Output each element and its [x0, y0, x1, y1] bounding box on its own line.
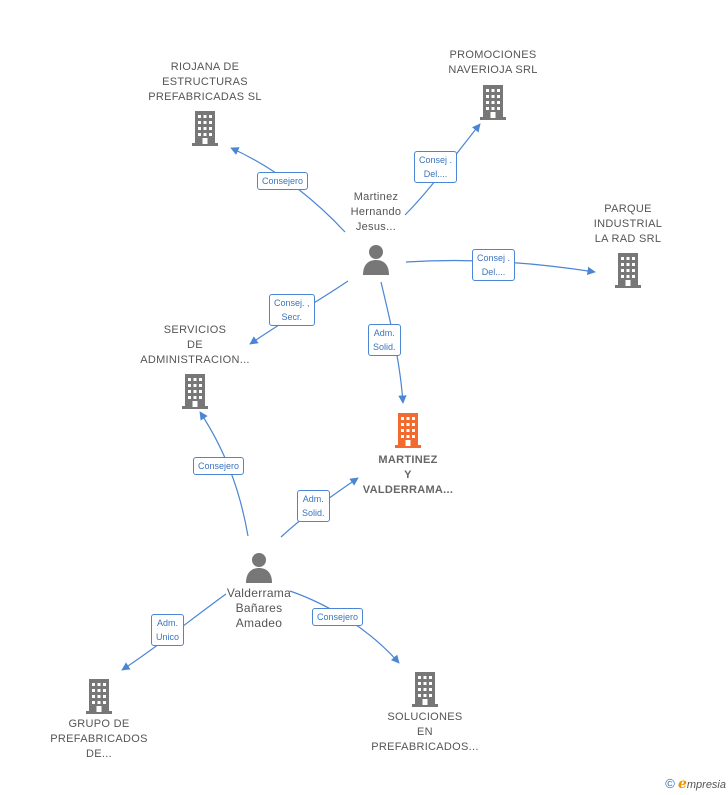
node-label: PROMOCIONES NAVERIOJA SRL [448, 49, 538, 76]
node-riojana[interactable]: RIOJANA DE ESTRUCTURAS PREFABRICADAS SL [130, 60, 280, 146]
edge-label-consejero-soluciones[interactable]: Consejero [312, 608, 364, 626]
person-icon [244, 550, 274, 586]
node-soluciones[interactable]: SOLUCIONES EN PREFABRICADOS... [350, 671, 500, 755]
node-martinez-y-valderrama[interactable]: MARTINEZ Y VALDERRAMA... [333, 412, 483, 498]
node-label: Valderrama Bañares Amadeo [226, 586, 292, 630]
node-label: SOLUCIONES EN PREFABRICADOS... [371, 711, 479, 753]
edge-label-consej-del-promociones[interactable]: Consej . Del.... [414, 151, 458, 183]
node-parque[interactable]: PARQUE INDUSTRIAL LA RAD SRL [553, 202, 703, 288]
building-icon [393, 412, 423, 448]
brand-e: e [677, 776, 687, 792]
edge-label-consejero-riojana[interactable]: Consejero [257, 172, 309, 190]
node-label: Martinez Hernando Jesus... [350, 191, 402, 233]
copyright-symbol: © [665, 776, 675, 791]
edge-label-adm-unico-grupo[interactable]: Adm. Unico [151, 614, 185, 646]
building-icon [84, 678, 114, 714]
edge-label-consej-del-parque[interactable]: Consej . Del.... [472, 249, 516, 281]
brand-logo[interactable]: © empresia [665, 776, 726, 792]
node-grupo[interactable]: GRUPO DE PREFABRICADOS DE... [24, 678, 174, 762]
node-label: SERVICIOS DE ADMINISTRACION... [140, 324, 250, 366]
brand-rest: mpresia [686, 779, 726, 791]
building-icon [478, 84, 508, 120]
node-promociones[interactable]: PROMOCIONES NAVERIOJA SRL [418, 48, 568, 120]
node-valderrama-person[interactable]: Valderrama Bañares Amadeo [184, 550, 334, 631]
edge-label-consejero-servicios[interactable]: Consejero [193, 457, 245, 475]
node-label: RIOJANA DE ESTRUCTURAS PREFABRICADAS SL [148, 61, 262, 103]
node-martinez-person[interactable]: Martinez Hernando Jesus... [301, 190, 451, 275]
node-label: GRUPO DE PREFABRICADOS DE... [50, 718, 148, 760]
building-icon [410, 671, 440, 707]
building-icon [613, 252, 643, 288]
edge-label-adm-solid-martinez[interactable]: Adm. Solid. [368, 324, 401, 356]
building-icon [180, 373, 210, 409]
node-label: MARTINEZ Y VALDERRAMA... [362, 454, 454, 496]
edge-label-consej-secr-servicios[interactable]: Consej. , Secr. [269, 294, 315, 326]
person-icon [361, 242, 391, 278]
node-label: PARQUE INDUSTRIAL LA RAD SRL [593, 203, 663, 245]
node-servicios[interactable]: SERVICIOS DE ADMINISTRACION... [120, 323, 270, 409]
edge-label-adm-solid-valderrama[interactable]: Adm. Solid. [297, 490, 330, 522]
building-icon [190, 110, 220, 146]
